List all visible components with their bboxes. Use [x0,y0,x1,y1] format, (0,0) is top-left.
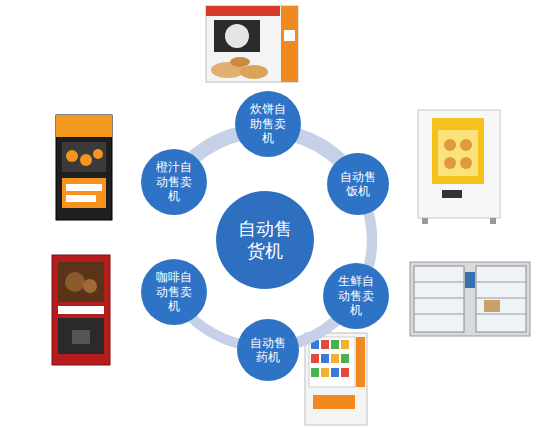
machine-part [72,330,90,344]
category-circle: 自动售 药机 [237,319,299,381]
machine-part [341,340,349,349]
machine-part [305,333,367,425]
machine-part [66,184,102,191]
machine-part [66,195,96,202]
machine-part [281,6,298,82]
machine-part [465,272,475,288]
machine-part [341,368,349,377]
center-circle: 自动售 货机 [216,191,314,289]
machine-part [56,115,112,220]
machine-part [460,157,472,169]
machine-part [93,149,103,159]
machine-part [460,139,472,151]
machine-part [410,262,530,336]
machine-part [52,255,110,365]
machine-part [422,218,428,224]
machine-part [321,340,329,349]
machine-part [313,395,355,409]
machine-part [476,298,526,299]
machine-part [341,354,349,363]
machine-part [490,218,496,224]
category-circle: 炊饼自 助售卖 机 [235,91,302,158]
flatbread-machine [206,6,298,82]
machine-part [56,115,112,137]
category-circle: 生鲜自 动售卖 机 [323,263,390,330]
node-label: 生鲜自 动售卖 机 [336,274,376,317]
machine-part [321,368,329,377]
machine-part [80,154,92,166]
machine-part [321,354,329,363]
category-circle: 橙汁自 动售卖 机 [141,149,208,216]
machine-part [414,282,464,283]
category-circle: 自动售 饭机 [327,153,389,215]
machine-part [484,300,500,312]
node-label: 自动售 饭机 [338,170,378,199]
juice-machine [56,115,112,220]
medicine-machine [305,333,367,425]
machine-part [240,65,268,79]
node-label: 自动售 药机 [248,336,288,365]
machine-part [284,30,295,41]
machine-part [476,266,526,332]
machine-part [331,340,339,349]
machine-part [65,272,85,292]
node-label: 炊饼自 助售卖 机 [248,102,288,145]
node-label: 橙汁自 动售卖 机 [154,160,194,203]
node-label: 咖啡自 动售卖 机 [154,270,194,313]
machine-part [58,318,104,354]
machine-part [476,282,526,283]
category-circle: 咖啡自 动售卖 机 [141,259,208,326]
machine-part [225,24,249,48]
machine-part [438,130,478,176]
machine-part [214,20,260,52]
machine-part [311,354,319,363]
machine-part [206,6,280,16]
machine-part [444,139,456,151]
machine-part [356,337,365,387]
coffee-machine [52,255,110,365]
machine-part [62,142,106,172]
node-label: 自动售 货机 [235,218,294,261]
machine-part [309,337,355,387]
machine-part [414,298,464,299]
machine-part [66,150,78,162]
ring-arc [191,132,236,156]
machine-part [58,306,104,314]
machine-part [331,354,339,363]
rice-machine [418,110,500,224]
machine-part [444,157,456,169]
machine-part [414,266,464,332]
fresh-food-cabinet [410,262,530,336]
machine-part [442,190,462,198]
machine-part [58,262,104,302]
machine-part [311,368,319,377]
machine-part [418,110,500,218]
machine-part [476,314,526,315]
machine-part [414,314,464,315]
machine-part [331,368,339,377]
machine-part [206,6,298,82]
machine-part [230,57,250,67]
machine-part [62,178,106,208]
machine-part [83,279,97,293]
machine-part [432,118,484,184]
